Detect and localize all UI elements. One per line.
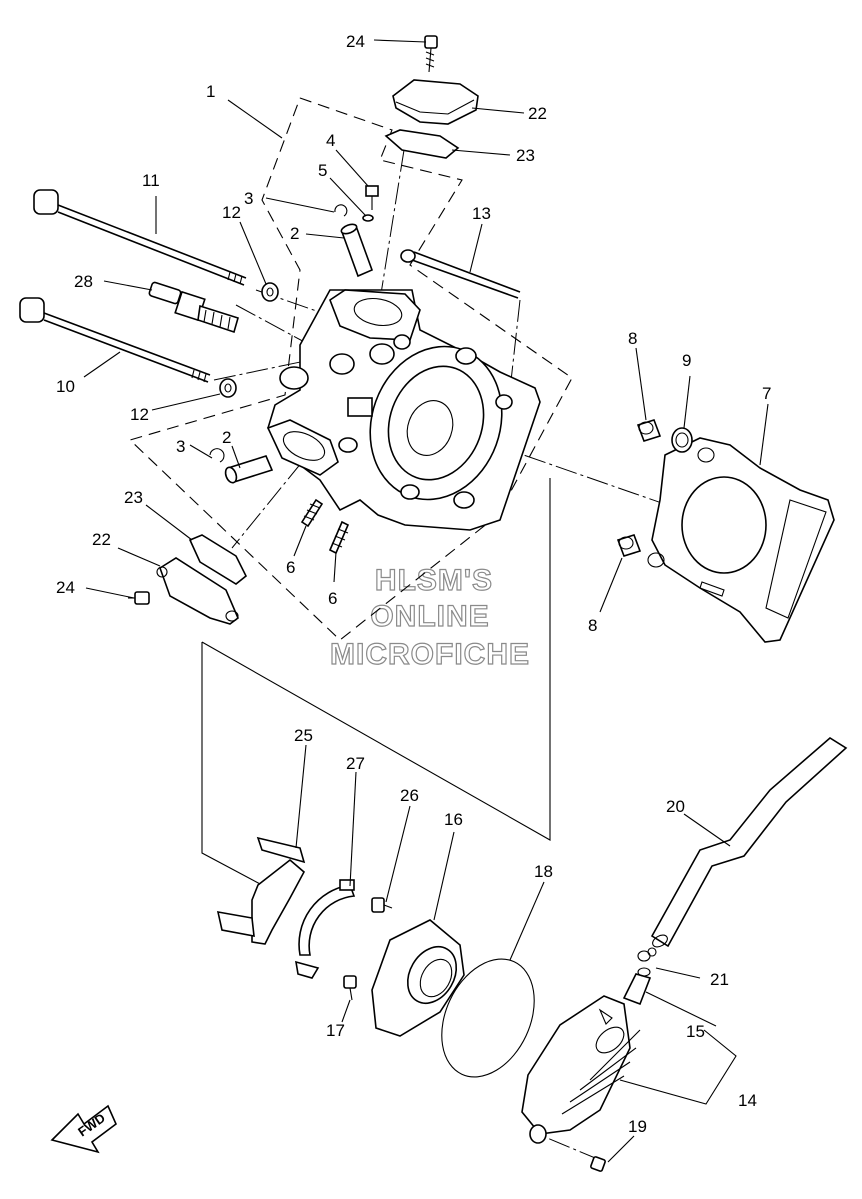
callout-6-left: 6 [286,558,295,577]
callout-18: 18 [534,862,553,881]
stud-6-left [300,498,324,528]
callout-23-lower: 23 [124,488,143,507]
bracket-27 [295,879,356,979]
callout-3-upper: 3 [244,189,253,208]
callout-24-lower: 24 [56,578,75,597]
cylinder-gasket-7 [647,437,835,643]
cap-22-top [392,79,479,125]
callout-11: 11 [142,171,160,190]
callout-15: 15 [686,1022,705,1041]
callout-4: 4 [326,131,335,150]
sleeve-2-lower [224,455,274,484]
watermark-line1: HLSM'S [375,564,493,597]
callout-1: 1 [206,82,215,101]
callout-8-upper: 8 [628,329,637,348]
watermark-line3: MICROFICHE [330,638,530,671]
callout-23-top: 23 [516,146,535,165]
cap-22-lower [156,557,239,625]
callout-26: 26 [400,786,419,805]
clip-3-upper [334,204,348,217]
spark-plug-28 [148,281,239,334]
callout-19: 19 [628,1117,647,1136]
callout-10: 10 [56,377,75,396]
watermark-line2: ONLINE [370,600,489,633]
callout-labels: 24 22 23 1 4 5 3 2 11 12 28 13 10 12 3 2… [56,32,771,1136]
callout-leaders [83,39,769,1163]
callout-16: 16 [444,810,463,829]
sleeve-2-upper [340,223,374,278]
dowel-8-lower [616,534,642,557]
callout-6-right: 6 [328,589,337,608]
bolt-17 [343,975,357,1001]
callout-9: 9 [682,351,691,370]
cover-16 [371,919,465,1037]
bolt-24-lower [128,591,150,605]
gasket-23-top [384,129,460,159]
clip-3-lower [209,448,225,463]
bolt-26 [371,897,393,913]
callout-2-lower: 2 [222,428,231,447]
fwd-arrow-icon: FWD [50,1104,117,1154]
callout-2-upper: 2 [290,224,299,243]
plate-25 [216,836,306,945]
gasket-23-lower [188,534,248,585]
callout-8-lower: 8 [588,616,597,635]
callout-22-lower: 22 [92,530,111,549]
bolt-24-top [424,35,438,73]
callout-25: 25 [294,726,313,745]
washer-12-lower [219,378,237,398]
washer-12-upper [261,282,279,302]
stud-bolt-11 [33,189,247,286]
callout-3-lower: 3 [176,437,185,456]
bolt-19 [590,1156,606,1172]
callout-14: 14 [738,1091,757,1110]
clamp-21 [637,947,657,962]
callout-12-lower: 12 [130,405,149,424]
stud-bolt-13 [400,249,521,299]
dowel-8-upper [636,419,662,442]
hose-20 [650,737,848,948]
bolt-4 [365,185,379,210]
stud-bolt-10 [19,297,211,383]
callout-17: 17 [326,1021,345,1040]
stud-6-right [328,520,350,555]
callout-24-top: 24 [346,32,365,51]
callout-13: 13 [472,204,491,223]
callout-27: 27 [346,754,365,773]
callout-12-upper: 12 [222,203,241,222]
fitting-15 [622,967,652,1006]
assembly-group-lower-outline [201,478,551,886]
cover-14 [521,995,641,1144]
callout-28: 28 [74,272,93,291]
callout-21: 21 [710,970,729,989]
callout-20: 20 [666,797,685,816]
callout-22-top: 22 [528,104,547,123]
o-ring-18 [441,958,535,1078]
washer-5 [362,214,374,222]
callout-7: 7 [762,384,771,403]
callout-5: 5 [318,161,327,180]
cylinder-head [266,289,541,531]
o-ring-9 [671,427,693,453]
watermark: HLSM'S ONLINE MICROFICHE [329,563,530,671]
